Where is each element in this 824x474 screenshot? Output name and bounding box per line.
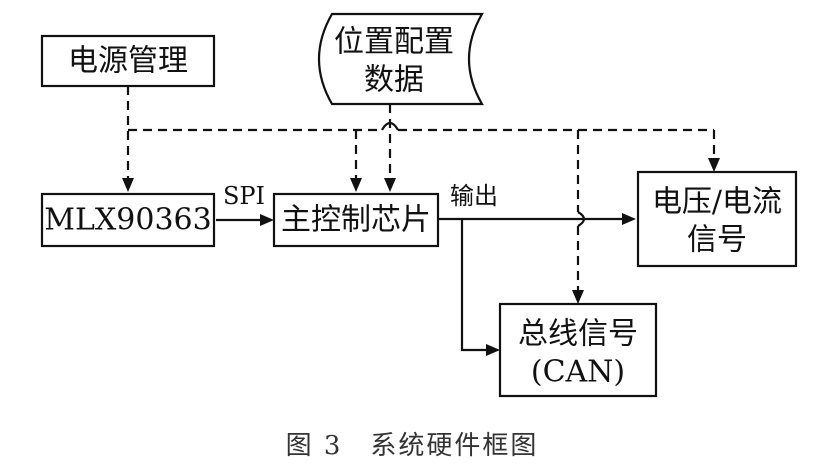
spi-arrowhead	[260, 214, 274, 226]
output-arrowhead	[622, 213, 636, 225]
can-bus-box	[498, 302, 658, 398]
can-bus-block: 总线信号 (CAN)	[498, 302, 658, 398]
power-to-sensor-arrowhead	[122, 178, 134, 192]
analog-signal-box	[636, 170, 798, 268]
config-to-mcu-arrowhead	[384, 178, 396, 192]
can-bus-label-line2: (CAN)	[531, 355, 625, 390]
config-data-label-line2: 数据	[364, 63, 424, 98]
power-management-label: 电源管理	[68, 44, 188, 79]
sensor-box	[40, 192, 216, 248]
output-label: 输出	[450, 182, 498, 210]
sensor-block: MLX90363	[40, 192, 216, 248]
figure-caption: 图 3 系统硬件框图	[286, 431, 539, 461]
power-management-block: 电源管理	[40, 34, 216, 88]
spi-label: SPI	[223, 182, 265, 210]
config-data-block: 位置配置 数据	[317, 12, 484, 106]
can-bus-label-line1: 总线信号	[518, 317, 638, 352]
power-to-mcu-arrowhead	[350, 178, 362, 192]
analog-signal-block: 电压/电流 信号	[636, 170, 798, 268]
power-to-bus-arrowhead	[572, 290, 584, 304]
bus-branch-line	[460, 219, 488, 352]
config-data-label-line1: 位置配置	[334, 25, 454, 60]
power-to-analog-arrowhead	[708, 158, 720, 172]
analog-signal-label-line1: 电压/电流	[652, 185, 782, 220]
power-management-box	[40, 34, 216, 88]
analog-signal-label-line2: 信号	[687, 223, 747, 258]
config-data-shape	[317, 12, 484, 106]
mcu-block: 主控制芯片	[272, 192, 440, 248]
bus-branch-arrowhead	[486, 344, 500, 356]
sensor-label: MLX90363	[44, 203, 211, 238]
mcu-label: 主控制芯片	[281, 203, 431, 238]
mcu-box	[272, 192, 440, 248]
